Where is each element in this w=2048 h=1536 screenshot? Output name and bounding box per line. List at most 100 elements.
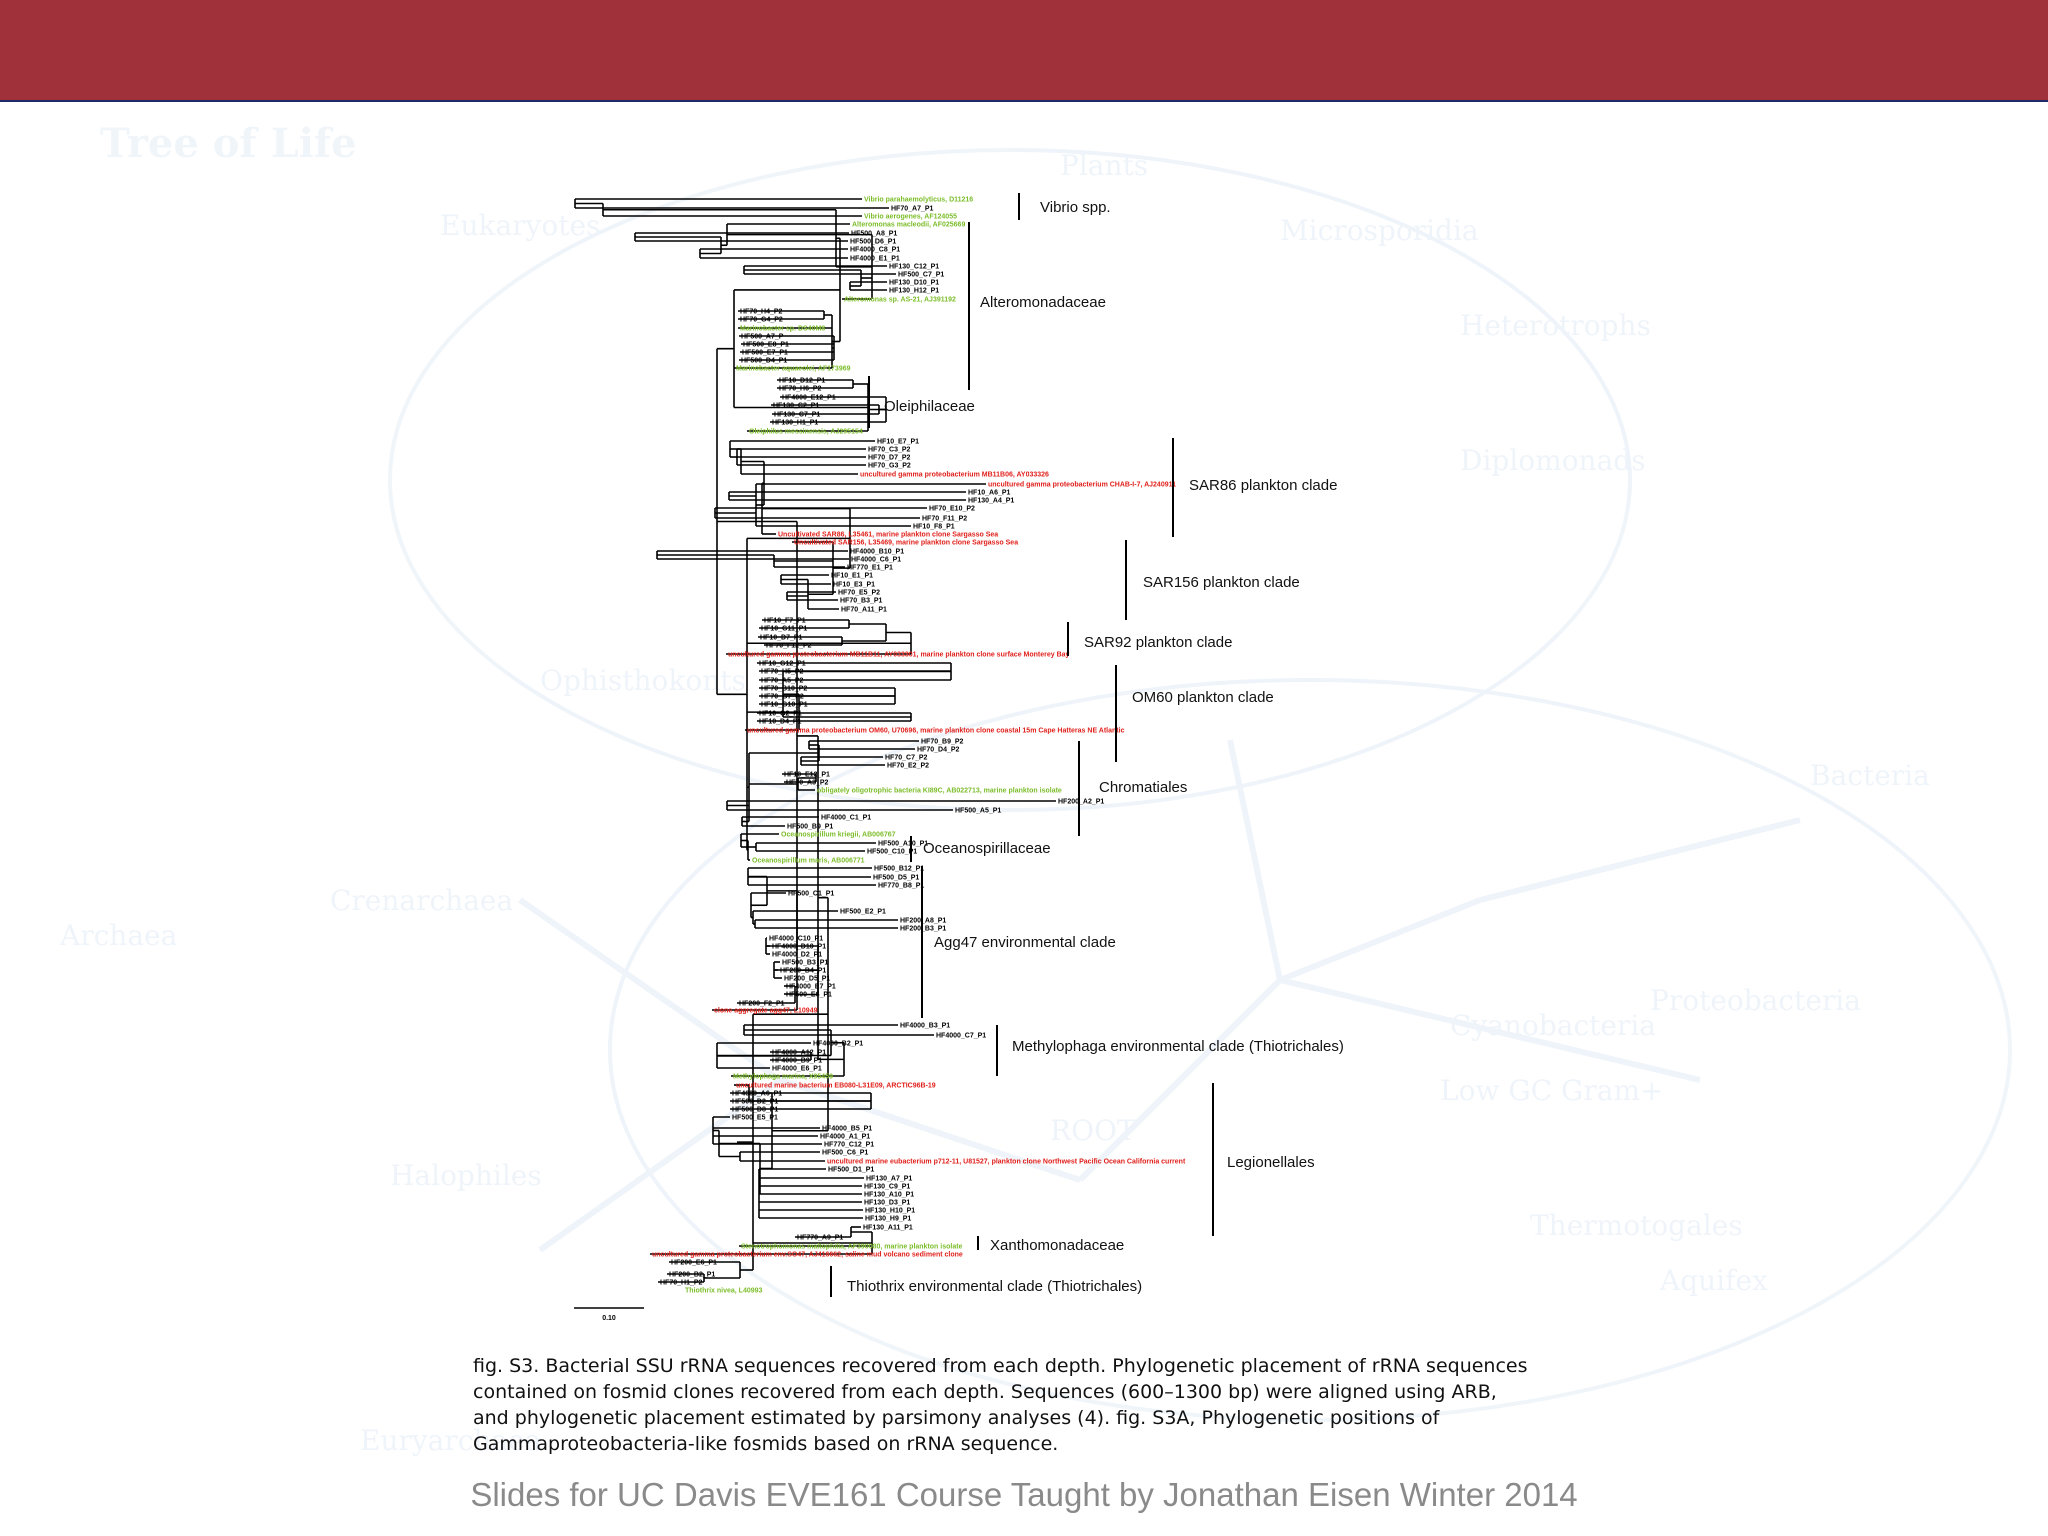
clade-label: Xanthomonadaceae [990, 1237, 1124, 1254]
leaf-label: HF130_D10_P1 [889, 280, 939, 287]
leaf-label: HF70_H1_P2 [660, 1280, 703, 1287]
leaf-label: HF500_C7_P1 [898, 272, 944, 279]
course-footer: Slides for UC Davis EVE161 Course Taught… [470, 1476, 1578, 1513]
leaf-label: HF4000_E7_P1 [786, 984, 836, 991]
leaf-label: HF70_D7_P2 [868, 455, 911, 462]
title-banner [0, 0, 2048, 102]
leaf-label: HF10_E7_P1 [877, 439, 919, 446]
leaf-label: HF4000_B5_P1 [822, 1126, 872, 1133]
leaf-label: HF70_H5_P2 [761, 669, 804, 676]
clade-label: Chromatiales [1099, 779, 1187, 796]
leaf-label: HF130_H1_P1 [772, 420, 818, 427]
leaf-label: HF70_E10_P2 [929, 506, 975, 513]
leaf-label: Oleiphilus messinensis, AJ295154 [749, 429, 863, 436]
leaf-label: HF10_G10_P1 [761, 702, 808, 709]
leaf-label: HF500_D2_P1 [732, 1099, 778, 1106]
leaf-label: HF500_E2_P1 [840, 909, 886, 916]
leaf-label: HF10_F8_P1 [913, 524, 955, 531]
leaf-label: HF70_A7_P1 [891, 206, 934, 213]
leaf-label: HF70_B3_P1 [840, 598, 883, 605]
leaf-label: HF70_F11_P2 [922, 516, 967, 523]
leaf-label: HF200_B3_P1 [900, 926, 946, 933]
leaf-label: HF70_D4_P2 [917, 747, 960, 754]
leaf-label: HF70_A3_P2 [786, 780, 829, 787]
leaf-label: HF500_C10_P1 [867, 849, 917, 856]
leaf-label: HF130_A10_P1 [864, 1192, 914, 1199]
leaf-label: uncultured marine eubacterium p712-11, U… [827, 1159, 1186, 1166]
leaf-label: HF10_E3_P1 [833, 582, 875, 589]
leaf-label: HF70_C7_P2 [885, 755, 928, 762]
leaf-label: HF200_B4_P1 [780, 968, 826, 975]
leaf-label: HF500_E8_P1 [743, 342, 789, 349]
leaf-label: Alteromonas sp. AS-21, AJ391192 [844, 297, 956, 304]
clade-label: Legionellales [1227, 1154, 1315, 1171]
clade-label: SAR86 plankton clade [1189, 477, 1337, 494]
watermark-title: Tree of Life [100, 120, 357, 167]
leaf-label: HF500_B9_P1 [787, 824, 833, 831]
leaf-label: HF500_A8_P1 [851, 231, 897, 238]
leaf-label: HF500_D5_P1 [873, 875, 919, 882]
tree-branches [574, 198, 1056, 1283]
leaf-label: HF10_D7_P1 [760, 635, 803, 642]
leaf-label: HF200_F2_P1 [739, 1001, 785, 1008]
leaf-label: HF10_D12_P1 [779, 378, 825, 385]
leaf-label: HF500_C1_P1 [788, 891, 834, 898]
leaf-label: HF770_A9_P1 [797, 1235, 843, 1242]
leaf-label: clone aggregate agg47, L10949 [714, 1008, 818, 1015]
leaf-label: Oceanospirillum maris, AB006771 [752, 858, 865, 865]
watermark-label: Ophisthokonts [540, 664, 746, 697]
clade-label: SAR92 plankton clade [1084, 634, 1232, 651]
leaf-label: HF130_A11_P1 [863, 1225, 913, 1232]
leaf-label: HF4000_B2_P1 [813, 1041, 863, 1048]
leaf-label: obligately oligotrophic bacteria KI89C, … [817, 788, 1062, 795]
watermark-label: Thermotogales [1530, 1209, 1743, 1242]
leaf-label: uncultured gamma proteobacterium MB11B11… [728, 652, 1070, 659]
clade-label: Vibrio spp. [1040, 199, 1111, 216]
leaf-label: HF130_C12_P1 [889, 264, 939, 271]
clade-label: OM60 plankton clade [1132, 689, 1274, 706]
leaf-label: HF70_B10_P2 [761, 686, 807, 693]
leaf-label: HF770_B8_P1 [878, 883, 924, 890]
watermark-label: Heterotrophs [1460, 309, 1651, 342]
leaf-label: HF4000_B9_P1 [772, 1058, 822, 1065]
leaf-label: HF4000_E12_P1 [782, 395, 836, 402]
leaf-label: HF130_H9_P1 [865, 1216, 911, 1223]
leaf-label: HF10_F7_P1 [764, 618, 806, 625]
leaf-label: HF130_A4_P1 [968, 498, 1014, 505]
leaf-label: HF770_C12_P1 [824, 1142, 874, 1149]
watermark-label: Cyanobacteria [1450, 1009, 1656, 1042]
clade-label: Oceanospirillaceae [923, 840, 1051, 857]
watermark-label: Archaea [59, 919, 177, 952]
leaf-label: HF70_H6_P2 [779, 386, 822, 393]
leaf-label: HF10_D4_P1 [759, 719, 802, 726]
clade-label: SAR156 plankton clade [1143, 574, 1300, 591]
leaf-label: HF4000_C10_P1 [769, 936, 823, 943]
leaf-label: HF10_E12_P1 [784, 772, 830, 779]
leaf-label: Marinobacter aquaeolei, AF173969 [736, 366, 851, 373]
leaf-label: HF70_G7_P2 [761, 694, 804, 701]
leaf-label: HF130_H10_P1 [865, 1208, 915, 1215]
leaf-label: HF70_E5_P2 [838, 590, 880, 597]
watermark-label: Bacteria [1810, 759, 1930, 792]
leaf-label: HF4000_B10_P1 [850, 549, 904, 556]
leaf-label: Thiothrix nivea, L40993 [685, 1288, 763, 1295]
leaf-label: HF200_A8_P1 [900, 918, 946, 925]
leaf-label: HF4000_C7_P1 [936, 1033, 986, 1040]
leaf-label: Oceanospirillum kriegii, AB006767 [781, 832, 896, 839]
leaf-label: HF4000_A1_P1 [820, 1134, 870, 1141]
leaf-label: HF130_C2_P1 [773, 403, 819, 410]
clade-brackets: Vibrio spp.AlteromonadaceaeOleiphilaceae… [830, 193, 1344, 1297]
leaf-label: Methylophaga marina, X95459 [733, 1074, 833, 1081]
leaf-label: HF500_E5_P1 [732, 1115, 778, 1122]
watermark-label: Halophiles [390, 1159, 542, 1192]
figure-caption: fig. S3. Bacterial SSU rRNA sequences re… [473, 1355, 1528, 1455]
watermark-label: Crenarchaea [330, 884, 513, 917]
leaf-label: HF500_C6_P1 [822, 1150, 868, 1157]
leaf-label: HF4000_E6_P1 [772, 1066, 822, 1073]
watermark-label: Euryarchaea [360, 1424, 541, 1457]
leaf-label: HF10_G12_P1 [759, 661, 806, 668]
leaf-label: Vibrio parahaemolyticus, D11216 [864, 197, 973, 204]
watermark-label: Diplomonads [1460, 444, 1646, 477]
clade-label: Thiothrix environmental clade (Thiotrich… [847, 1278, 1142, 1295]
